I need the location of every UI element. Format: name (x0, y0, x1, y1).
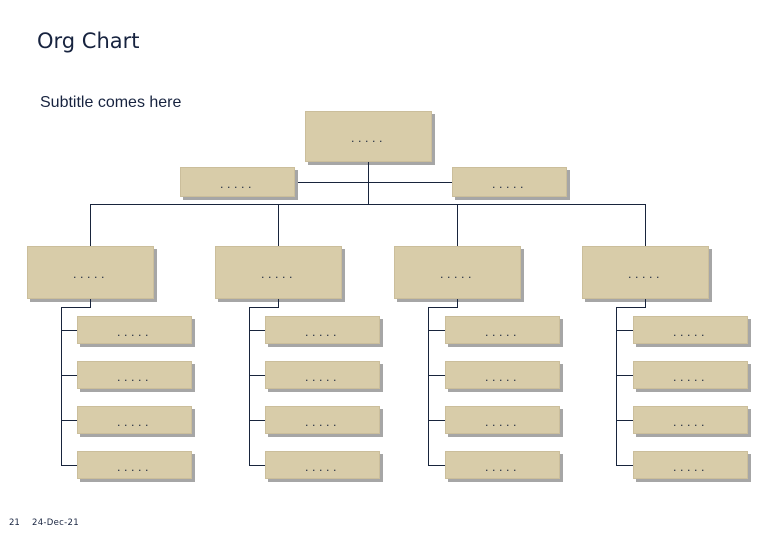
connector-line (249, 307, 250, 465)
org-node-level2-left-label: ..... (220, 177, 255, 191)
connector-line (90, 204, 646, 205)
org-node-branch-3-child-1[interactable]: ..... (445, 316, 560, 344)
org-node-label: ..... (305, 460, 340, 474)
connector-line (61, 307, 62, 465)
org-node-label: ..... (117, 325, 152, 339)
connector-line (457, 299, 458, 307)
connector-line (428, 465, 445, 466)
connector-line (61, 330, 77, 331)
org-node-label: ..... (485, 415, 520, 429)
connector-line (616, 375, 633, 376)
org-node-branch-4-child-2[interactable]: ..... (633, 361, 748, 389)
org-node-label: ..... (673, 325, 708, 339)
org-node-branch-2-child-3[interactable]: ..... (265, 406, 380, 434)
org-node-branch-1-child-4[interactable]: ..... (77, 451, 192, 479)
connector-line (90, 204, 91, 246)
connector-line (278, 204, 279, 246)
org-node-branch-2-child-4[interactable]: ..... (265, 451, 380, 479)
org-node-branch-2-child-1[interactable]: ..... (265, 316, 380, 344)
connector-line (61, 465, 77, 466)
org-node-branch-3-label: ..... (440, 268, 475, 281)
org-node-label: ..... (117, 370, 152, 384)
connector-line (278, 299, 279, 307)
connector-line (249, 330, 265, 331)
org-node-label: ..... (673, 370, 708, 384)
footer-date: 24-Dec-21 (32, 518, 79, 528)
connector-line (645, 299, 646, 307)
org-node-branch-1-child-2[interactable]: ..... (77, 361, 192, 389)
org-node-level2-left[interactable]: ..... (180, 167, 295, 197)
connector-line (616, 420, 633, 421)
org-node-label: ..... (305, 325, 340, 339)
connector-line (616, 465, 633, 466)
slide-title: Org Chart (37, 29, 140, 53)
connector-line (368, 162, 369, 204)
connector-line (61, 307, 91, 308)
org-node-label: ..... (485, 370, 520, 384)
page-number: 21 (9, 518, 20, 528)
org-node-label: ..... (305, 370, 340, 384)
connector-line (645, 204, 646, 246)
connector-line (428, 420, 445, 421)
org-node-label: ..... (673, 415, 708, 429)
org-node-branch-4-child-1[interactable]: ..... (633, 316, 748, 344)
connector-line (616, 307, 617, 465)
connector-line (428, 307, 429, 465)
org-node-label: ..... (305, 415, 340, 429)
org-node-label: ..... (673, 460, 708, 474)
connector-line (249, 307, 279, 308)
connector-line (249, 375, 265, 376)
org-node-branch-3[interactable]: ..... (394, 246, 521, 299)
connector-line (249, 420, 265, 421)
org-node-branch-1-child-1[interactable]: ..... (77, 316, 192, 344)
org-node-branch-3-child-2[interactable]: ..... (445, 361, 560, 389)
org-node-level2-right[interactable]: ..... (452, 167, 567, 197)
connector-line (249, 465, 265, 466)
org-node-branch-4-child-3[interactable]: ..... (633, 406, 748, 434)
connector-line (616, 330, 633, 331)
org-node-branch-2-child-2[interactable]: ..... (265, 361, 380, 389)
org-node-branch-4[interactable]: ..... (582, 246, 709, 299)
org-node-root[interactable]: ..... (305, 111, 432, 162)
connector-line (61, 375, 77, 376)
connector-line (295, 182, 452, 183)
org-node-branch-1[interactable]: ..... (27, 246, 154, 299)
connector-line (90, 299, 91, 307)
org-node-label: ..... (485, 325, 520, 339)
slide-subtitle: Subtitle comes here (40, 94, 182, 111)
connector-line (428, 375, 445, 376)
connector-line (457, 204, 458, 246)
org-node-label: ..... (117, 415, 152, 429)
connector-line (428, 330, 445, 331)
org-node-label: ..... (485, 460, 520, 474)
org-node-branch-4-child-4[interactable]: ..... (633, 451, 748, 479)
org-node-branch-2[interactable]: ..... (215, 246, 342, 299)
org-node-branch-1-child-3[interactable]: ..... (77, 406, 192, 434)
connector-line (428, 307, 458, 308)
org-node-root-label: ..... (351, 132, 386, 145)
org-node-label: ..... (117, 460, 152, 474)
org-node-branch-2-label: ..... (261, 268, 296, 281)
org-node-level2-right-label: ..... (492, 177, 527, 191)
connector-line (61, 420, 77, 421)
org-node-branch-3-child-4[interactable]: ..... (445, 451, 560, 479)
org-node-branch-4-label: ..... (628, 268, 663, 281)
org-node-branch-1-label: ..... (73, 268, 108, 281)
org-node-branch-3-child-3[interactable]: ..... (445, 406, 560, 434)
connector-line (616, 307, 646, 308)
